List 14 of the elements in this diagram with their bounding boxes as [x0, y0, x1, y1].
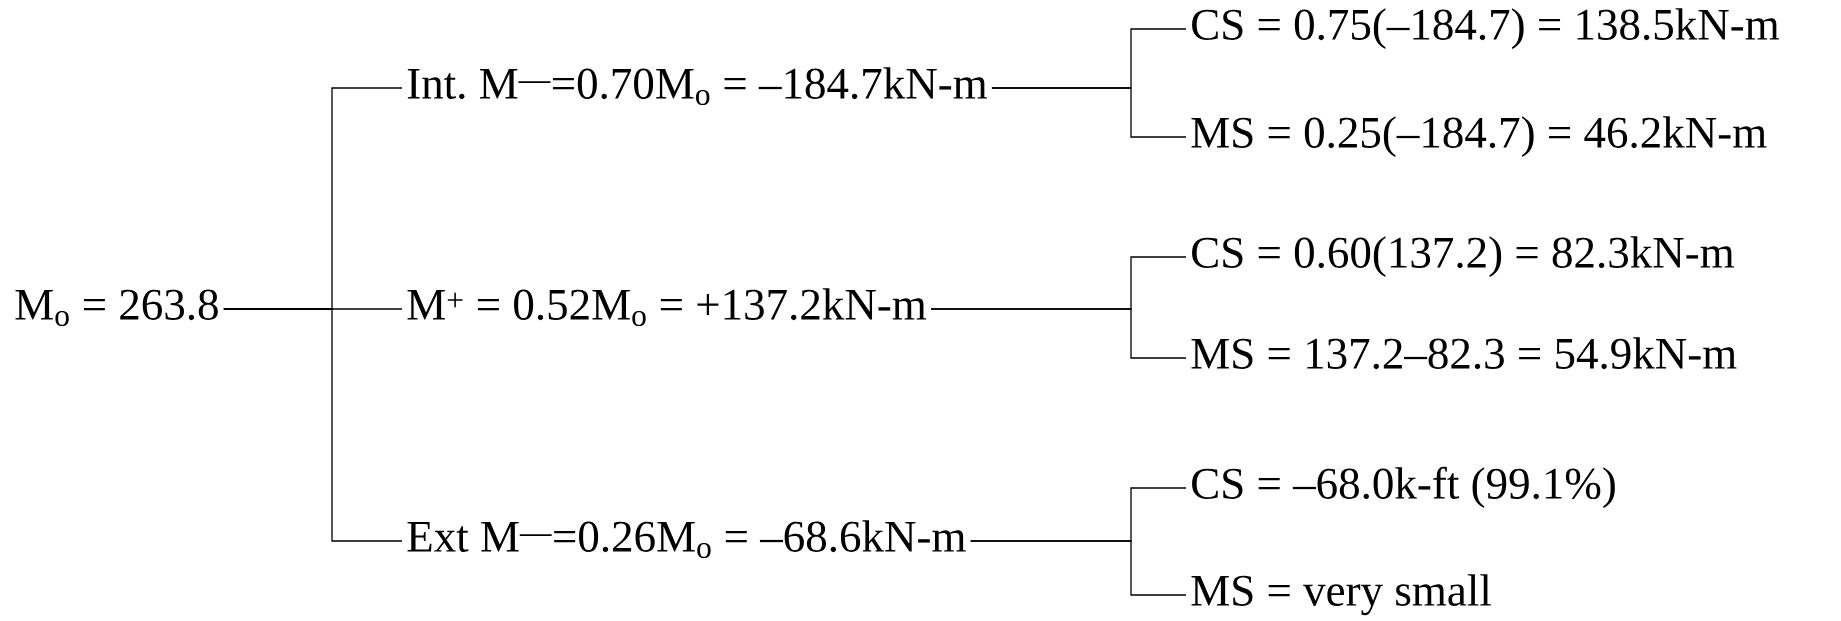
bracket-line	[991, 87, 1187, 138]
formula-text: MS = very small	[1191, 574, 1491, 616]
formula-text: CS = 0.75(–184.7) = 138.5kN-m	[1192, 8, 1779, 50]
bracket-line	[930, 308, 1187, 359]
formula-text: MS = 0.25(–184.7) = 46.2kN-m	[1191, 116, 1767, 158]
formula-text: M$^{+}$ = 0.52M$_{o}$ = +137.2kN-m	[407, 288, 927, 327]
bracket-line	[970, 540, 1187, 596]
bracket-line	[223, 308, 403, 542]
formula-text: Ext M$^{—}$=0.26M$_{o}$ = –68.6kN-m	[407, 520, 966, 559]
formula-text: M$_{o}$ = 263.8	[15, 289, 218, 327]
formula-text: CS = –68.0k-ft (99.1%)	[1192, 466, 1615, 509]
formula-text: CS = 0.60(137.2) = 82.3kN-m	[1192, 236, 1734, 278]
formula-text: MS = 137.2–82.3 = 54.9kN-m	[1191, 337, 1737, 370]
formula-text: Int. M$^{—}$=0.70M$_{o}$ = –184.7kN-m	[407, 67, 987, 106]
